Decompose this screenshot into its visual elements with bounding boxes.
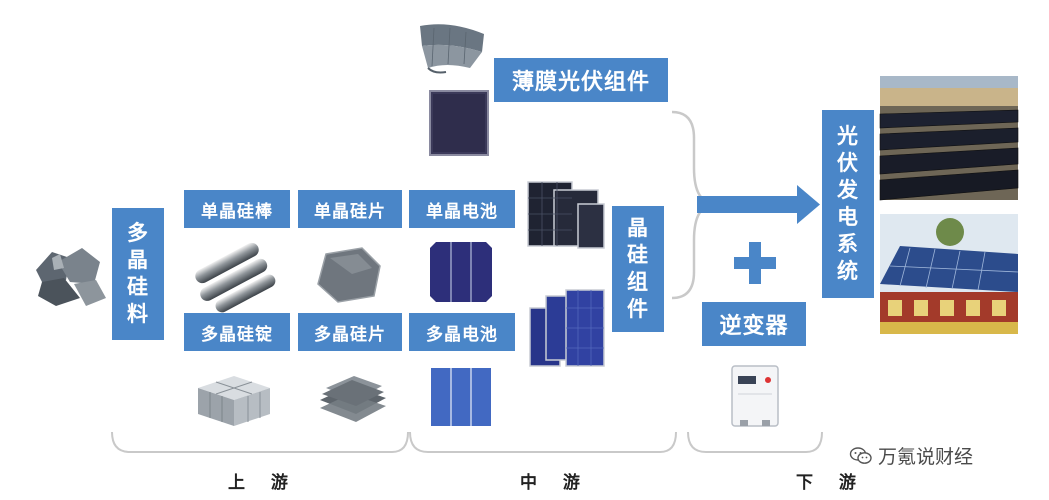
crystalline-module-box: 晶硅组件 [612, 206, 664, 332]
plus-sign [730, 238, 780, 288]
pv-power-system-box: 光伏发电系统 [822, 110, 874, 298]
flow-arrow [697, 185, 820, 224]
watermark-text: 万氪说财经 [878, 446, 974, 468]
mono-wafer-label: 单晶硅片 [314, 201, 386, 222]
poly-ingot-label: 多晶硅锭 [201, 324, 273, 345]
thin-film-module-box: 薄膜光伏组件 [494, 58, 668, 102]
inverter-box: 逆变器 [702, 302, 806, 346]
mono-cell-image [430, 242, 492, 302]
thin-film-flexible-image [420, 24, 484, 74]
downstream-stage-label: 下 游 [796, 473, 866, 493]
mono-ingot-image [195, 242, 276, 313]
mono-cell-box: 单晶电池 [409, 190, 515, 228]
silicon-chunks-image [36, 248, 106, 306]
poly-cell-label: 多晶电池 [426, 324, 498, 345]
solar-farm-image [879, 76, 1019, 201]
upstream-brace [111, 431, 409, 453]
wechat-icon [849, 446, 872, 464]
mono-ingot-box: 单晶硅棒 [184, 190, 290, 228]
polysilicon-material-label: 多晶硅料 [127, 221, 149, 326]
mono-module-image [527, 181, 605, 249]
poly-ingot-box: 多晶硅锭 [184, 313, 290, 351]
pv-power-system-label: 光伏发电系统 [837, 124, 859, 283]
midstream-brace [409, 431, 677, 453]
polysilicon-material-box: 多晶硅料 [112, 208, 164, 340]
rooftop-solar-image [880, 214, 1019, 334]
mono-wafer-image [317, 247, 381, 303]
poly-module-image [529, 289, 605, 367]
mono-ingot-label: 单晶硅棒 [201, 201, 273, 222]
inverter-label: 逆变器 [719, 314, 789, 339]
poly-wafer-label: 多晶硅片 [314, 324, 386, 345]
mono-cell-label: 单晶电池 [426, 201, 498, 222]
poly-cell-box: 多晶电池 [409, 313, 515, 351]
downstream-brace [687, 431, 823, 453]
poly-wafer-image [320, 376, 386, 422]
crystalline-module-label: 晶硅组件 [627, 216, 649, 321]
thin-film-panel-image [429, 90, 489, 156]
midstream-stage-label: 中 游 [520, 473, 590, 493]
inverter-image [731, 365, 779, 427]
poly-cell-image [431, 368, 491, 426]
upstream-stage-label: 上 游 [228, 473, 298, 493]
poly-wafer-box: 多晶硅片 [298, 313, 402, 351]
watermark: 万氪说财经 [849, 442, 974, 469]
thin-film-module-label: 薄膜光伏组件 [511, 70, 650, 95]
poly-ingot-image [198, 376, 270, 426]
mono-wafer-box: 单晶硅片 [298, 190, 402, 228]
